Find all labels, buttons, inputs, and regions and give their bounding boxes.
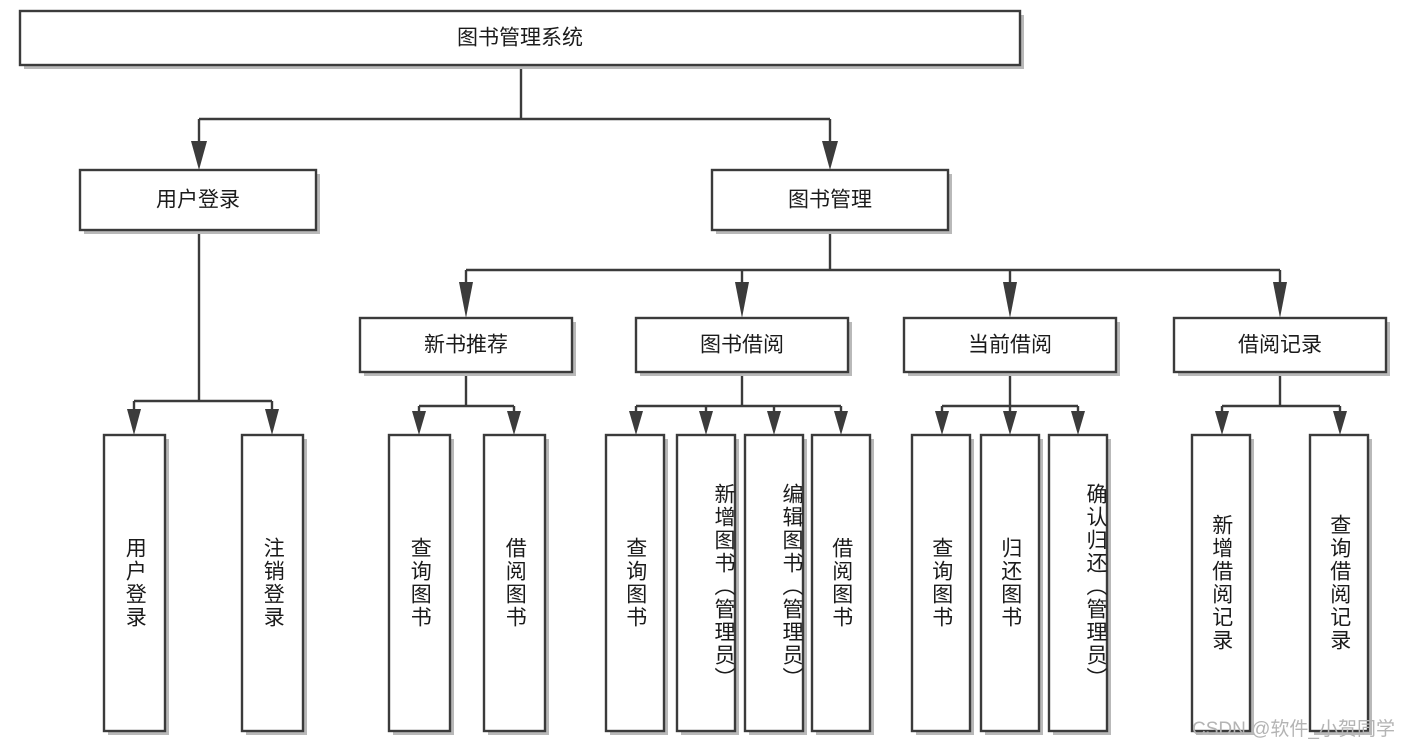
node-user-login-label: 用户登录 <box>156 189 240 212</box>
node-root-label: 图书管理系统 <box>457 27 583 50</box>
leaf-borrow-2-box[interactable] <box>743 433 805 733</box>
node-book-borrow-box[interactable] <box>634 316 850 374</box>
connectors <box>127 68 1347 435</box>
arrow-head-current-2 <box>1071 411 1085 435</box>
node-root-box[interactable] <box>18 9 1022 67</box>
arrow-head-borrow-0 <box>629 411 643 435</box>
arrow-head-level3-2 <box>1003 282 1017 318</box>
node-borrow-records[interactable]: 借阅记录 <box>1172 316 1390 376</box>
arrow-head-level2-1 <box>822 141 838 170</box>
node-borrow-records-box[interactable] <box>1172 316 1388 374</box>
arrow-head-userlogin-1 <box>265 409 279 435</box>
arrow-head-level2-0 <box>191 141 207 170</box>
arrow-head-current-0 <box>935 411 949 435</box>
node-current-borrow[interactable]: 当前借阅 <box>902 316 1120 376</box>
csdn-watermark: CSDN @软件_小贺同学 <box>1192 719 1395 740</box>
arrow-head-records-1 <box>1333 411 1347 435</box>
node-root[interactable]: 图书管理系统 <box>18 9 1024 69</box>
arrow-head-userlogin-0 <box>127 409 141 435</box>
leaf-current-2-box[interactable] <box>1047 433 1109 733</box>
node-current-borrow-label: 当前借阅 <box>968 334 1052 357</box>
arrow-head-borrow-3 <box>834 411 848 435</box>
node-book-borrow[interactable]: 图书借阅 <box>634 316 852 376</box>
leaf-new-book-0-box[interactable] <box>387 433 452 733</box>
leaf-new-book-1-box[interactable] <box>482 433 547 733</box>
node-book-management-label: 图书管理 <box>788 189 872 212</box>
arrow-head-level3-0 <box>459 282 473 318</box>
node-user-login[interactable]: 用户登录 <box>78 168 320 234</box>
leaf-borrow-0-box[interactable] <box>604 433 666 733</box>
arrow-head-records-0 <box>1215 411 1229 435</box>
node-new-book-recommend-label: 新书推荐 <box>424 334 508 357</box>
leaf-records-0-box[interactable] <box>1190 433 1252 733</box>
leaf-user-login-0-box[interactable] <box>102 433 167 733</box>
arrow-head-current-1 <box>1003 411 1017 435</box>
leaf-current-1-box[interactable] <box>979 433 1041 733</box>
node-book-borrow-label: 图书借阅 <box>700 334 784 357</box>
arrow-head-level3-3 <box>1273 282 1287 318</box>
arrow-head-borrow-1 <box>699 411 713 435</box>
arrow-head-level3-1 <box>735 282 749 318</box>
leaf-current-0-box[interactable] <box>910 433 972 733</box>
leaf-boxes <box>102 433 1372 735</box>
node-new-book-recommend[interactable]: 新书推荐 <box>358 316 576 376</box>
leaf-borrow-1-box[interactable] <box>675 433 737 733</box>
leaf-records-1-box[interactable] <box>1308 433 1370 733</box>
node-book-management-box[interactable] <box>710 168 950 232</box>
arrow-head-newbook-1 <box>507 411 521 435</box>
arrow-head-newbook-0 <box>412 411 426 435</box>
leaf-borrow-3-box[interactable] <box>810 433 872 733</box>
leaf-user-login-1-box[interactable] <box>240 433 305 733</box>
node-user-login-box[interactable] <box>78 168 318 232</box>
node-current-borrow-box[interactable] <box>902 316 1118 374</box>
node-borrow-records-label: 借阅记录 <box>1238 334 1322 357</box>
arrow-head-borrow-2 <box>767 411 781 435</box>
node-book-management[interactable]: 图书管理 <box>710 168 952 234</box>
node-new-book-recommend-box[interactable] <box>358 316 574 374</box>
